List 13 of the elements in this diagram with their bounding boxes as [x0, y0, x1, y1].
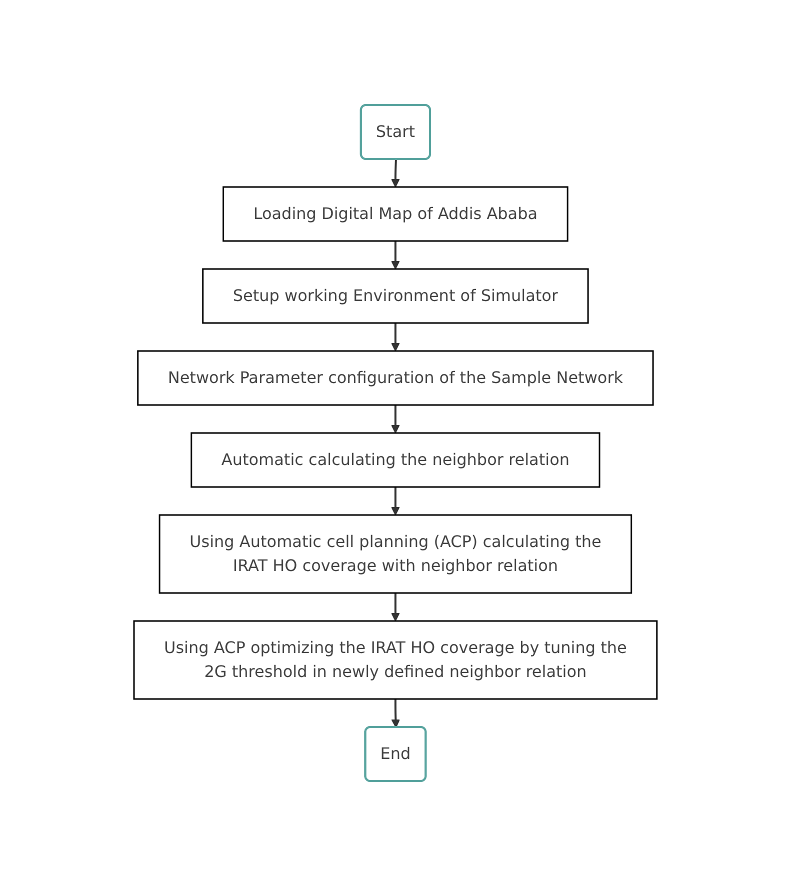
node-box: Loading Digital Map of Addis Ababa — [222, 186, 568, 242]
node-box: Using Automatic cell planning (ACP) calculating the IRAT HO coverage with neighbor relation — [158, 514, 632, 594]
node-box: Network Parameter configuration of the Sample Network — [137, 350, 654, 406]
arrow — [391, 241, 400, 270]
arrow — [391, 487, 400, 516]
node-box: Using ACP optimizing the IRAT HO coverage by tuning the 2G threshold in newly defined neighbor relation — [133, 620, 658, 700]
arrow — [391, 323, 400, 352]
node-box: Automatic calculating the neighbor relation — [190, 432, 600, 488]
node-box: Setup working Environment of Simulator — [202, 268, 589, 324]
arrow — [391, 405, 400, 434]
arrow — [391, 593, 400, 622]
arrow — [391, 699, 400, 728]
arrow — [391, 159, 400, 188]
